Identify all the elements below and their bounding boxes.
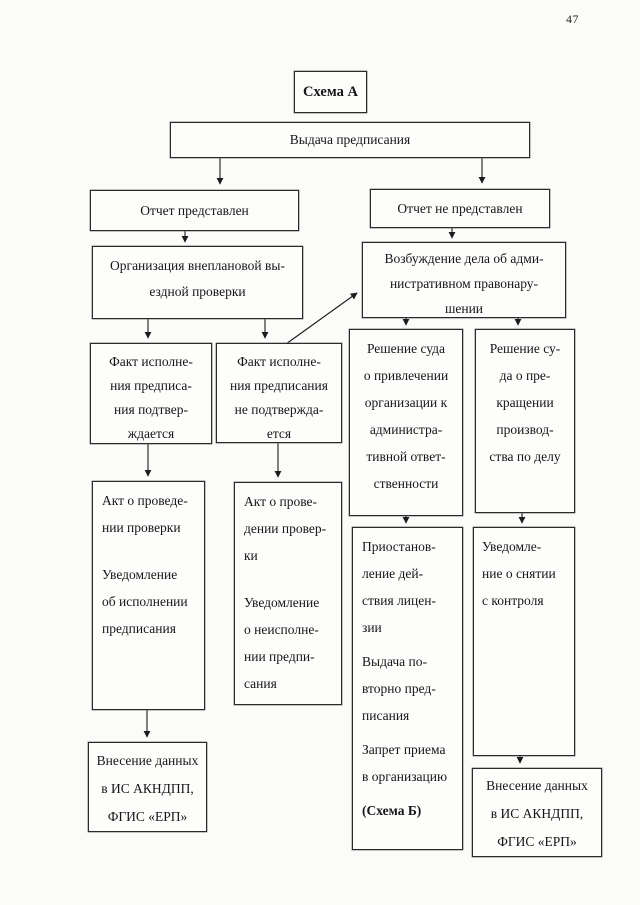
node-issue-order: Выдача предписания: [170, 122, 530, 158]
license-suspension-paragraph: Приостанов- ление дей- ствия лицен- зии: [362, 539, 436, 635]
node-fact-not-confirmed: Факт исполне- ния предписания не подтвер…: [216, 343, 342, 443]
node-fact-confirmed: Факт исполне- ния предписа- ния подтвер-…: [90, 343, 212, 444]
node-data-entry-left: Внесение данных в ИС АКНДПП, ФГИС «ЕРП»: [88, 742, 207, 832]
unscheduled-inspection-text: Организация внеплановой вы- ездной прове…: [110, 258, 285, 299]
data-entry-left-text: Внесение данных в ИС АКНДПП, ФГИС «ЕРП»: [96, 753, 199, 824]
node-unscheduled-inspection: Организация внеплановой вы- ездной прове…: [92, 246, 303, 319]
node-report-submitted: Отчет представлен: [90, 190, 299, 231]
report-not-submitted-label: Отчет не представлен: [397, 200, 523, 216]
arrow-fact-not-confirmed-to-case-diagonal: [285, 292, 358, 345]
issue-order-label: Выдача предписания: [289, 132, 411, 147]
report-submitted-label: Отчет представлен: [140, 202, 249, 218]
node-court-liability: Решение суда о привлечении организации к…: [349, 329, 463, 516]
node-schema-a-title: Схема А: [294, 71, 367, 113]
court-liability-text: Решение суда о привлечении организации к…: [363, 341, 449, 491]
node-data-entry-right: Внесение данных в ИС АКНДПП, ФГИС «ЕРП»: [472, 768, 602, 857]
case-initiation-text: Возбуждение дела об адми- нистративном п…: [384, 251, 544, 316]
schema-b-reference: (Схема Б): [362, 803, 422, 818]
act-executed-paragraph-1: Акт о проведе- нии проверки: [102, 493, 188, 535]
court-termination-text: Решение су- да о пре- кращении производ-…: [489, 341, 561, 464]
data-entry-right-text: Внесение данных в ИС АКНДПП, ФГИС «ЕРП»: [486, 778, 588, 849]
fact-confirmed-text: Факт исполне- ния предписа- ния подтвер-…: [109, 354, 193, 441]
act-executed-paragraph-2: Уведомление об исполнении предписания: [102, 567, 188, 636]
schema-a-label: Схема А: [303, 83, 358, 100]
admission-ban-paragraph: Запрет приема в организацию: [362, 742, 448, 784]
reissue-order-paragraph: Выдача по- вторно пред- писания: [362, 654, 436, 723]
act-not-executed-paragraph-1: Акт о прове- дении провер- ки: [244, 494, 327, 563]
act-not-executed-paragraph-2: Уведомление о неисполне- нии предпи- сан…: [244, 595, 320, 691]
node-court-termination: Решение су- да о пре- кращении производ-…: [475, 329, 575, 513]
node-act-executed: Акт о проведе- нии проверки Уведомление …: [92, 481, 205, 710]
control-removal-text: Уведомле- ние о снятии с контроля: [482, 539, 556, 608]
node-act-not-executed: Акт о прове- дении провер- ки Уведомлени…: [234, 482, 342, 705]
node-report-not-submitted: Отчет не представлен: [370, 189, 550, 228]
node-license-suspension: Приостанов- ление дей- ствия лицен- зии …: [352, 527, 463, 850]
page-number: 47: [566, 12, 579, 26]
node-case-initiation: Возбуждение дела об адми- нистративном п…: [362, 242, 566, 318]
fact-not-confirmed-text: Факт исполне- ния предписания не подтвер…: [230, 354, 328, 441]
node-control-removal: Уведомле- ние о снятии с контроля: [473, 527, 575, 756]
